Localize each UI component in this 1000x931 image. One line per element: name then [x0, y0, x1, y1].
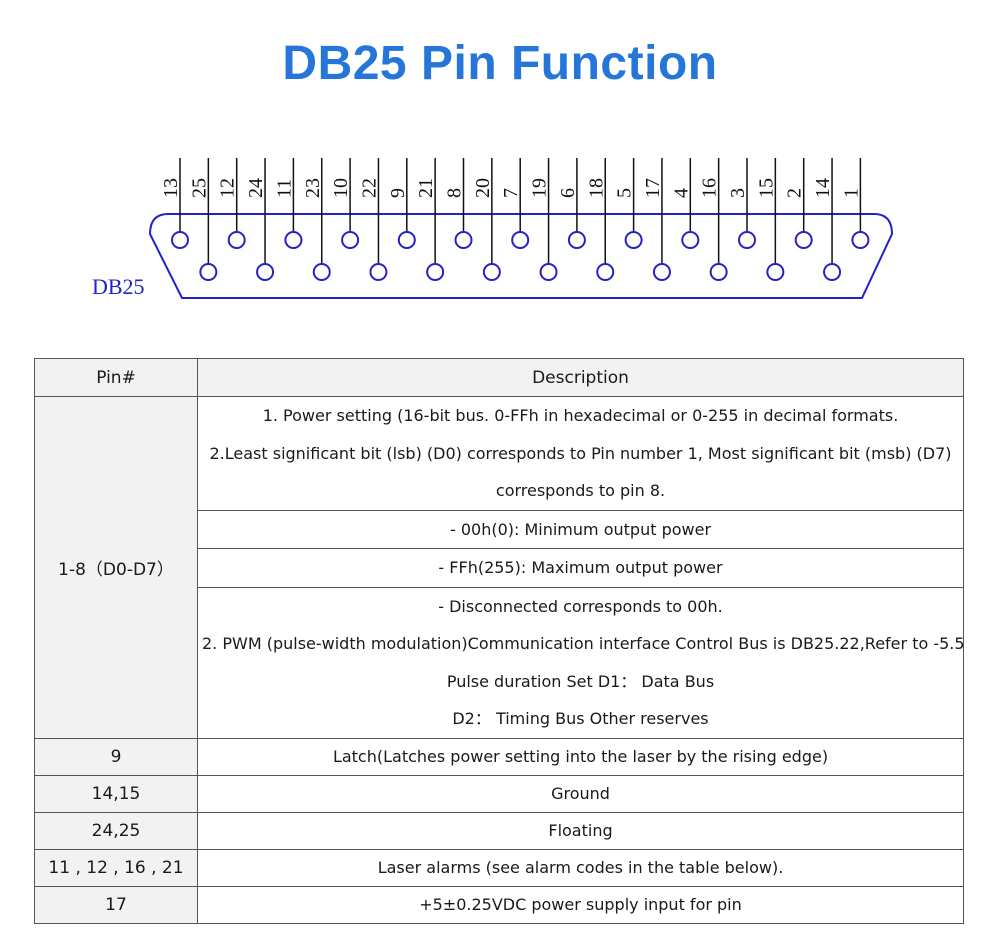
- description-line: corresponds to pin 8.: [495, 481, 666, 500]
- description-cell: +5±0.25VDC power supply input for pin: [197, 885, 964, 924]
- description-line: Pulse duration Set D1： Data Bus: [446, 671, 715, 691]
- description-cell: 1. Power setting (16-bit bus. 0-FFh in h…: [197, 396, 964, 511]
- pin-hole: [539, 263, 558, 281]
- pin-cell: 11 , 12 , 16 , 21: [34, 848, 198, 887]
- description-line: - FFh(255): Maximum output power: [438, 558, 723, 577]
- description-line: 2. PWM (pulse-width modulation)Communica…: [202, 634, 965, 653]
- pin-hole: [823, 263, 842, 281]
- pin-number-label: 5: [614, 188, 636, 198]
- description-line: 2.Least significant bit (lsb) (D0) corre…: [209, 443, 952, 463]
- table-header-row: Pin# Description: [34, 358, 964, 397]
- pin-function-table: Pin# Description 1-8（D0-D7） 1. Power set…: [34, 358, 965, 924]
- pin-cell: 1-8（D0-D7）: [34, 396, 198, 739]
- description-cell: Ground: [197, 774, 964, 813]
- table-row: 9 Latch(Latches power setting into the l…: [34, 737, 964, 776]
- pin-column-header: Pin#: [34, 358, 198, 397]
- pin-number-label: 2: [784, 188, 806, 198]
- pin-cell: 24,25: [34, 811, 198, 850]
- pin-hole: [738, 231, 756, 249]
- pin-hole: [369, 263, 388, 281]
- table-row: 14,15 Ground: [34, 774, 964, 813]
- table-row: 11 , 12 , 16 , 21 Laser alarms (see alar…: [34, 848, 964, 887]
- description-cell: Floating: [197, 811, 964, 850]
- pin-hole: [171, 231, 189, 249]
- pin-number-label: 24: [245, 178, 267, 198]
- pin-hole: [426, 263, 445, 281]
- pin-hole: [851, 231, 870, 249]
- description-cell: Laser alarms (see alarm codes in the tab…: [197, 848, 964, 887]
- page-title: DB25 Pin Function: [282, 37, 718, 90]
- pin-number-label: 18: [585, 178, 607, 198]
- pin-hole: [511, 231, 530, 249]
- pin-hole: [709, 263, 728, 281]
- connector-outline: [148, 213, 894, 299]
- pin-hole: [766, 263, 785, 281]
- pin-number-label: 21: [415, 178, 437, 198]
- pin-hole: [794, 231, 813, 249]
- description-cell: Latch(Latches power setting into the las…: [197, 737, 964, 776]
- pin-number-label: 4: [670, 188, 692, 198]
- table-row: 1-8（D0-D7） 1. Power setting (16-bit bus.…: [34, 396, 964, 739]
- pin-hole: [256, 263, 275, 281]
- pin-cell: 14,15: [34, 774, 198, 813]
- pin-hole: [199, 263, 218, 281]
- table-row: - FFh(255): Maximum output power: [35, 548, 964, 588]
- description-line: - Disconnected corresponds to 00h.: [438, 596, 723, 616]
- pin-number-label: 10: [330, 178, 352, 198]
- description-line: 1. Power setting (16-bit bus. 0-FFh in h…: [262, 406, 899, 425]
- pin-hole: [482, 263, 501, 281]
- pin-hole: [567, 231, 586, 249]
- description-line: - 00h(0): Minimum output power: [449, 519, 712, 539]
- pin-hole: [652, 263, 671, 281]
- pin-number-label: 17: [642, 178, 664, 198]
- pin-number-label: 15: [755, 178, 777, 198]
- pin-hole: [454, 231, 473, 249]
- pin-number-label: 3: [727, 188, 749, 198]
- pin-number-label: 6: [557, 188, 579, 198]
- pin-hole: [284, 231, 303, 249]
- db25-connector-diagram: 13 25 12 24 11 23 10 22 9 21 8 20 7 19 6 18 5 17 4 16 3 15 2 14…: [92, 158, 894, 299]
- pin-number-label: 11: [273, 179, 295, 198]
- pin-number-label: 16: [699, 178, 721, 198]
- pin-hole: [227, 231, 246, 249]
- description-cell: - Disconnected corresponds to 00h. 2. PW…: [197, 586, 965, 739]
- pin-hole: [341, 231, 360, 249]
- pin-number-label: 13: [160, 178, 182, 198]
- pin-number-label: 14: [812, 178, 834, 198]
- table-row: 17 +5±0.25VDC power supply input for pin: [34, 885, 964, 924]
- description-line: D2： Timing Bus Other reserves: [452, 709, 709, 728]
- pin-number-label: 25: [188, 178, 210, 198]
- pin-number-label: 19: [529, 178, 551, 198]
- pin-number-label: 8: [444, 188, 466, 198]
- pin-hole: [624, 231, 643, 249]
- pin-hole: [681, 231, 700, 249]
- description-column-header: Description: [197, 358, 964, 397]
- description-cell: - FFh(255): Maximum output power: [197, 548, 964, 588]
- description-cell: - 00h(0): Minimum output power: [197, 509, 964, 549]
- pin-cell: 9: [34, 737, 198, 776]
- connector-label: DB25: [92, 274, 145, 299]
- pin-number-label: 12: [217, 178, 239, 198]
- pin-number-label: 7: [500, 188, 522, 198]
- pin-cell: 17: [34, 885, 198, 924]
- pin-number-label: 22: [358, 178, 380, 198]
- pin-hole: [596, 263, 615, 281]
- table-row: 24,25 Floating: [34, 811, 964, 850]
- pin-number-label: 23: [302, 178, 324, 198]
- pin-number-label: 20: [472, 178, 494, 198]
- pin-hole: [312, 263, 331, 281]
- pin-hole: [397, 231, 416, 249]
- pin-number-label: 9: [387, 188, 409, 198]
- pin-number-label: 1: [840, 188, 862, 198]
